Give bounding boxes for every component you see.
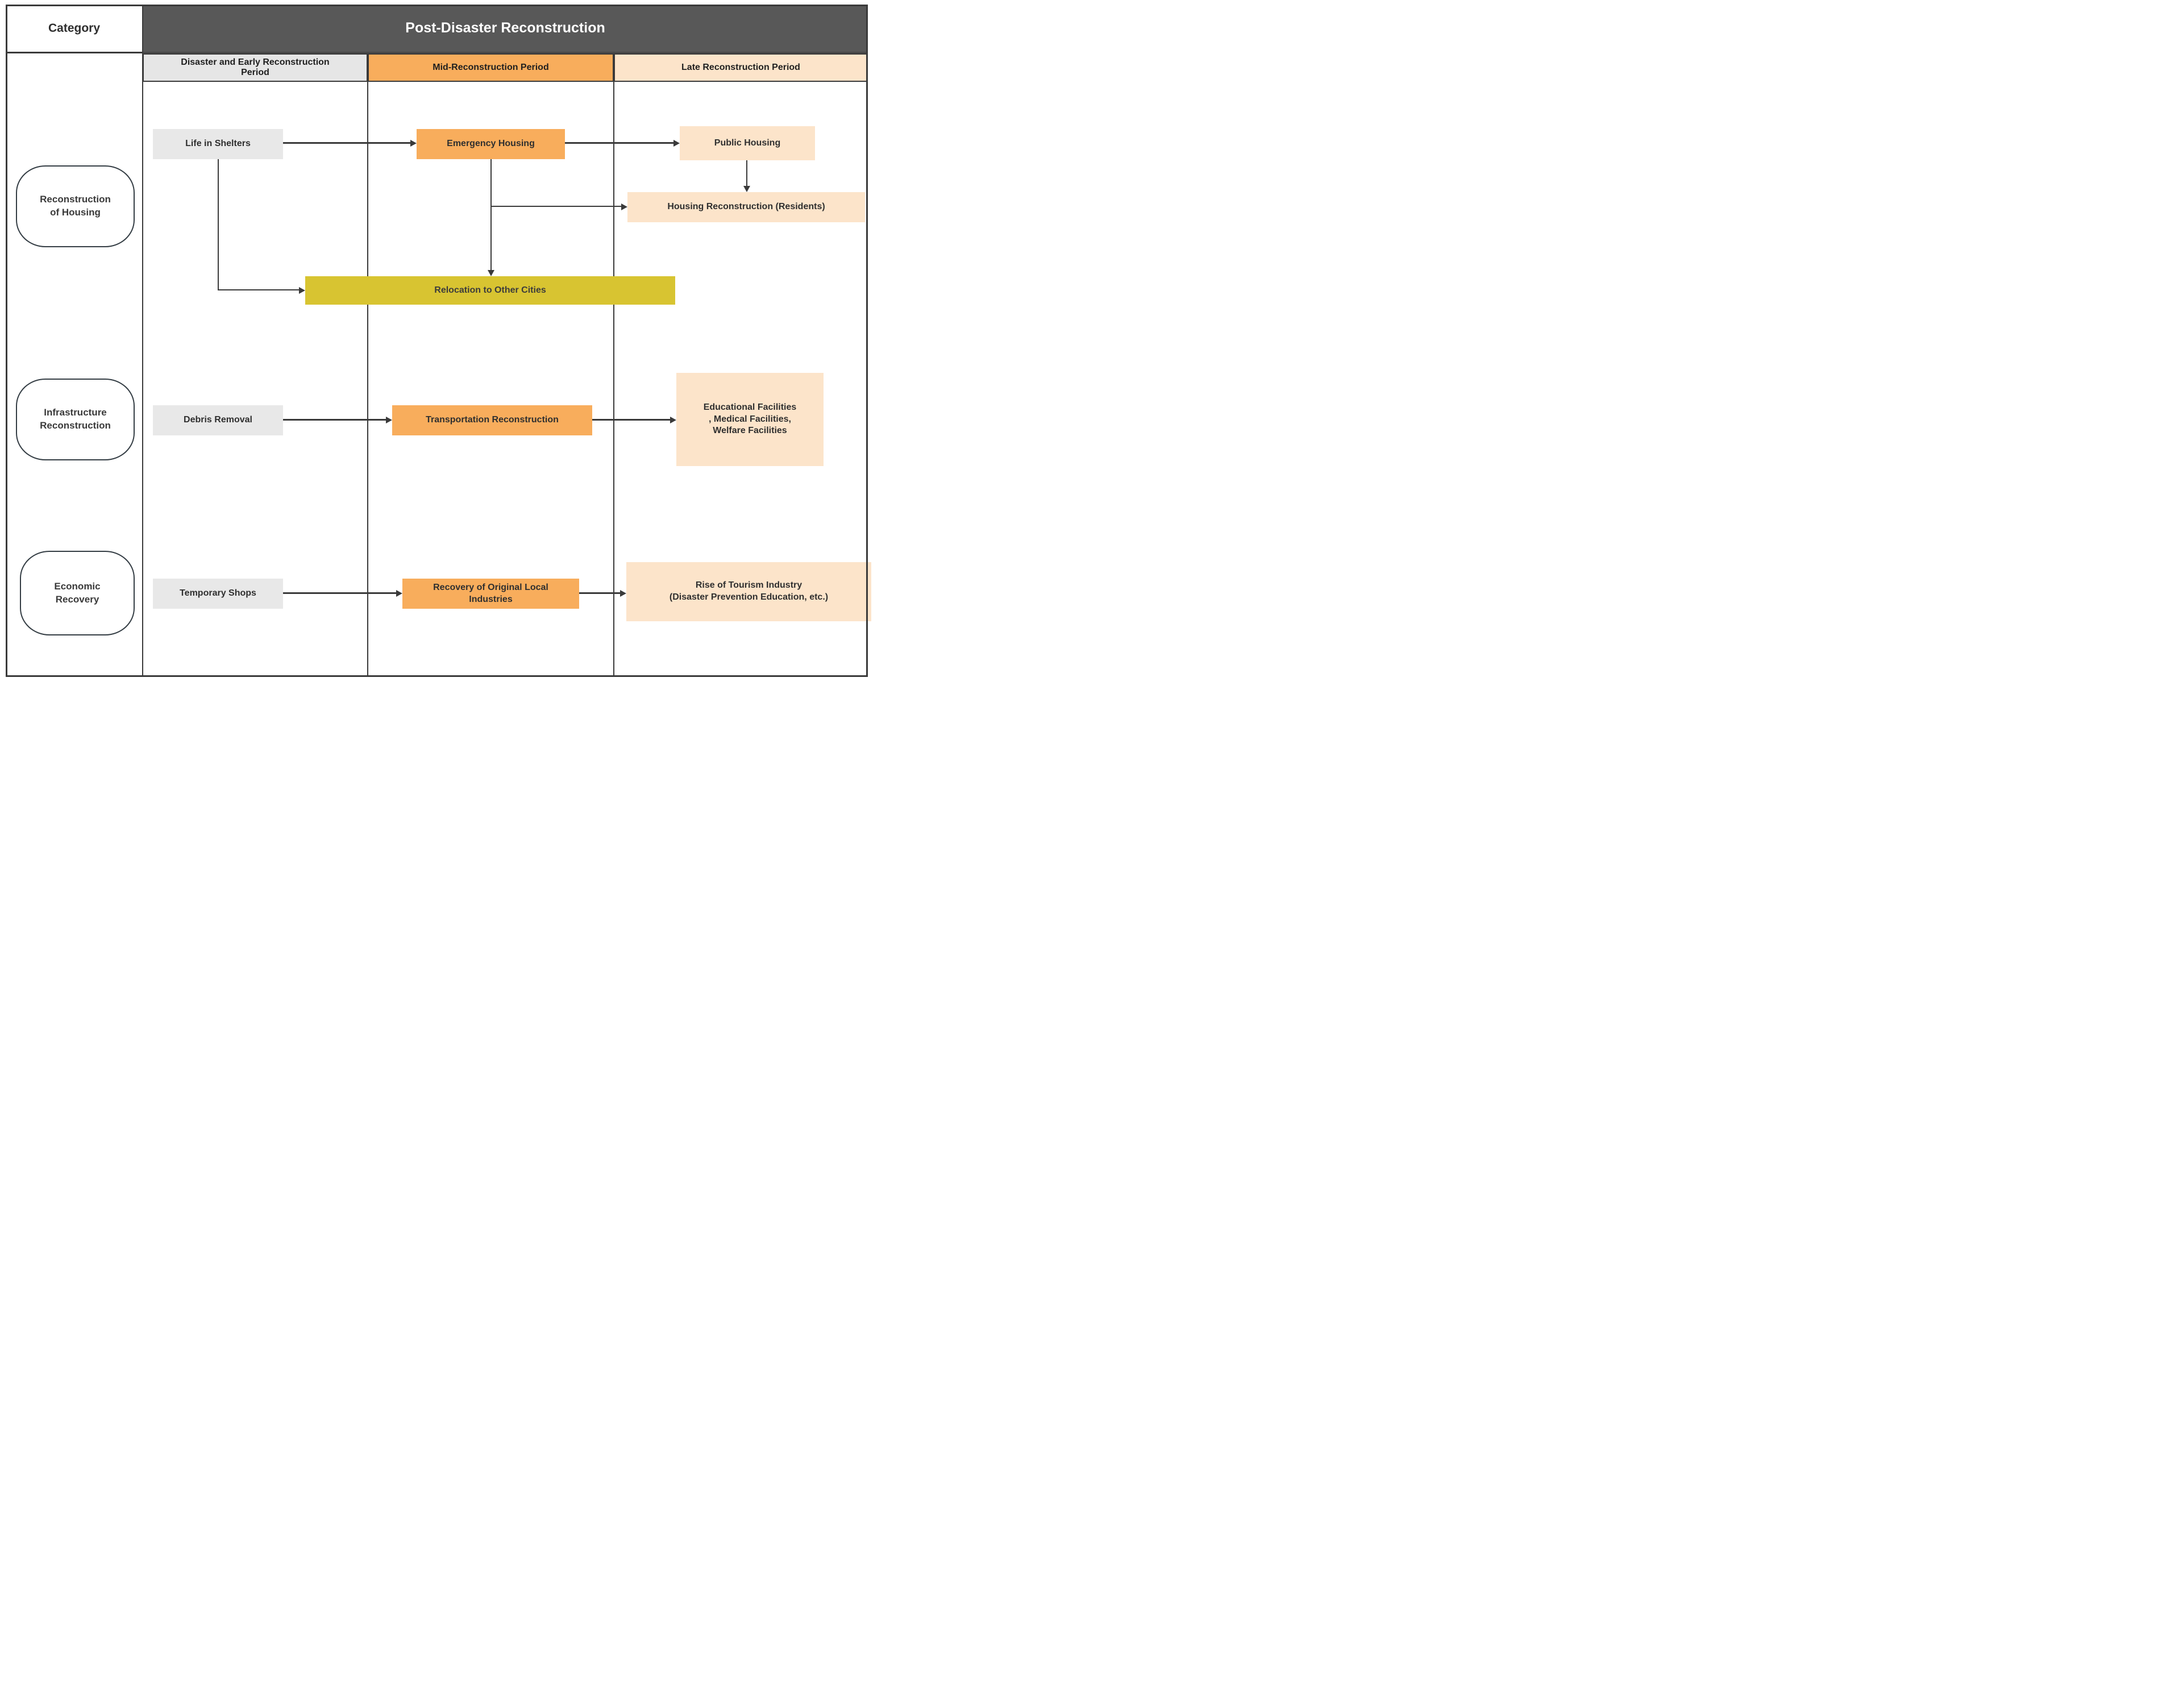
arrow-recovery-to-tourism <box>579 592 620 594</box>
category-header-label: Category <box>48 21 101 35</box>
period-header-late-label: Late Reconstruction Period <box>681 62 800 72</box>
node-label: Public Housing <box>714 138 781 148</box>
node-debris-removal: Debris Removal <box>153 405 283 435</box>
node-label: Relocation to Other Cities <box>434 285 546 295</box>
node-label: Rise of Tourism Industry (Disaster Preve… <box>669 580 829 602</box>
node-label: Transportation Reconstruction <box>426 415 559 425</box>
column-divider-early-mid <box>367 53 368 677</box>
post-disaster-reconstruction-diagram: Category Post-Disaster Reconstruction Di… <box>0 0 873 683</box>
arrowhead-icon <box>673 140 680 147</box>
node-label: Temporary Shops <box>180 588 256 599</box>
column-divider-mid-late <box>613 53 614 677</box>
node-label: Recovery of Original Local Industries <box>433 582 548 604</box>
arrow-debris-removal-to-transportation <box>283 419 386 421</box>
line-life-in-shelters-down <box>218 159 219 290</box>
arrow-life-in-shelters-to-emergency-housing <box>283 142 410 144</box>
node-public-housing: Public Housing <box>680 126 815 160</box>
category-shape-infrastructure-reconstruction: Infrastructure Reconstruction <box>16 379 135 460</box>
category-shape-label: Reconstruction of Housing <box>40 194 111 218</box>
period-header-mid-label: Mid-Reconstruction Period <box>433 62 549 72</box>
arrow-emergency-housing-to-housing-reconstruction <box>490 206 621 207</box>
node-recovery-of-original-local-industries: Recovery of Original Local Industries <box>402 579 579 609</box>
category-header-cell: Category <box>6 5 143 53</box>
period-header-early: Disaster and Early Reconstruction Period <box>143 53 368 82</box>
node-transportation-reconstruction: Transportation Reconstruction <box>392 405 592 435</box>
node-emergency-housing: Emergency Housing <box>417 129 565 159</box>
node-label: Emergency Housing <box>447 139 535 149</box>
arrow-transportation-to-facilities <box>592 419 670 421</box>
node-educational-medical-welfare-facilities: Educational Facilities , Medical Facilit… <box>676 373 824 466</box>
category-shape-economic-recovery: Economic Recovery <box>20 551 135 635</box>
category-column-divider <box>142 5 143 677</box>
diagram-title: Post-Disaster Reconstruction <box>405 20 605 36</box>
node-housing-reconstruction: Housing Reconstruction (Residents) <box>627 192 865 222</box>
arrowhead-icon <box>670 417 676 423</box>
node-rise-of-tourism-industry: Rise of Tourism Industry (Disaster Preve… <box>626 562 871 621</box>
node-label: Educational Facilities , Medical Facilit… <box>703 402 797 436</box>
arrowhead-icon <box>410 140 417 147</box>
diagram-title-bar: Post-Disaster Reconstruction <box>143 5 868 53</box>
arrowhead-icon <box>386 417 392 423</box>
arrowhead-icon <box>396 590 402 597</box>
arrowhead-icon <box>743 186 750 192</box>
node-label: Life in Shelters <box>185 139 251 149</box>
line-emergency-housing-down <box>490 159 492 270</box>
node-label: Debris Removal <box>184 415 252 425</box>
arrowhead-icon <box>621 203 627 210</box>
period-header-late: Late Reconstruction Period <box>614 53 868 82</box>
node-temporary-shops: Temporary Shops <box>153 579 283 609</box>
node-label: Housing Reconstruction (Residents) <box>667 202 825 212</box>
period-header-mid: Mid-Reconstruction Period <box>368 53 614 82</box>
node-life-in-shelters: Life in Shelters <box>153 129 283 159</box>
period-header-early-label: Disaster and Early Reconstruction Period <box>181 57 330 77</box>
arrow-temporary-shops-to-recovery <box>283 592 396 594</box>
arrow-emergency-housing-to-public-housing <box>565 142 673 144</box>
category-shape-label: Infrastructure Reconstruction <box>40 407 111 431</box>
category-shape-reconstruction-of-housing: Reconstruction of Housing <box>16 165 135 247</box>
arrow-life-in-shelters-to-relocation <box>218 289 299 290</box>
arrow-public-housing-to-housing-reconstruction <box>746 160 747 186</box>
arrowhead-icon <box>488 270 494 276</box>
arrowhead-icon <box>299 287 305 294</box>
arrowhead-icon <box>620 590 626 597</box>
category-shape-label: Economic Recovery <box>54 580 101 605</box>
node-relocation-to-other-cities: Relocation to Other Cities <box>305 276 675 305</box>
